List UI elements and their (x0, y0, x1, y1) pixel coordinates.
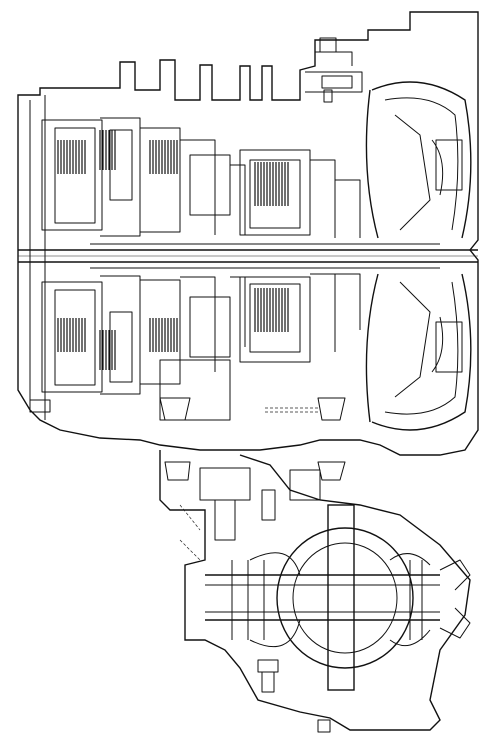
middle-clutch-group (239, 149, 361, 363)
bolts (29, 37, 337, 733)
clutch-plate-packs (57, 130, 289, 370)
main-shaft (18, 243, 478, 269)
left-clutch-upper (41, 117, 246, 237)
differential (205, 504, 471, 691)
housing-outline (17, 11, 479, 456)
torque-converter (365, 81, 472, 431)
bearings (159, 397, 346, 481)
counter-housing (159, 407, 471, 731)
